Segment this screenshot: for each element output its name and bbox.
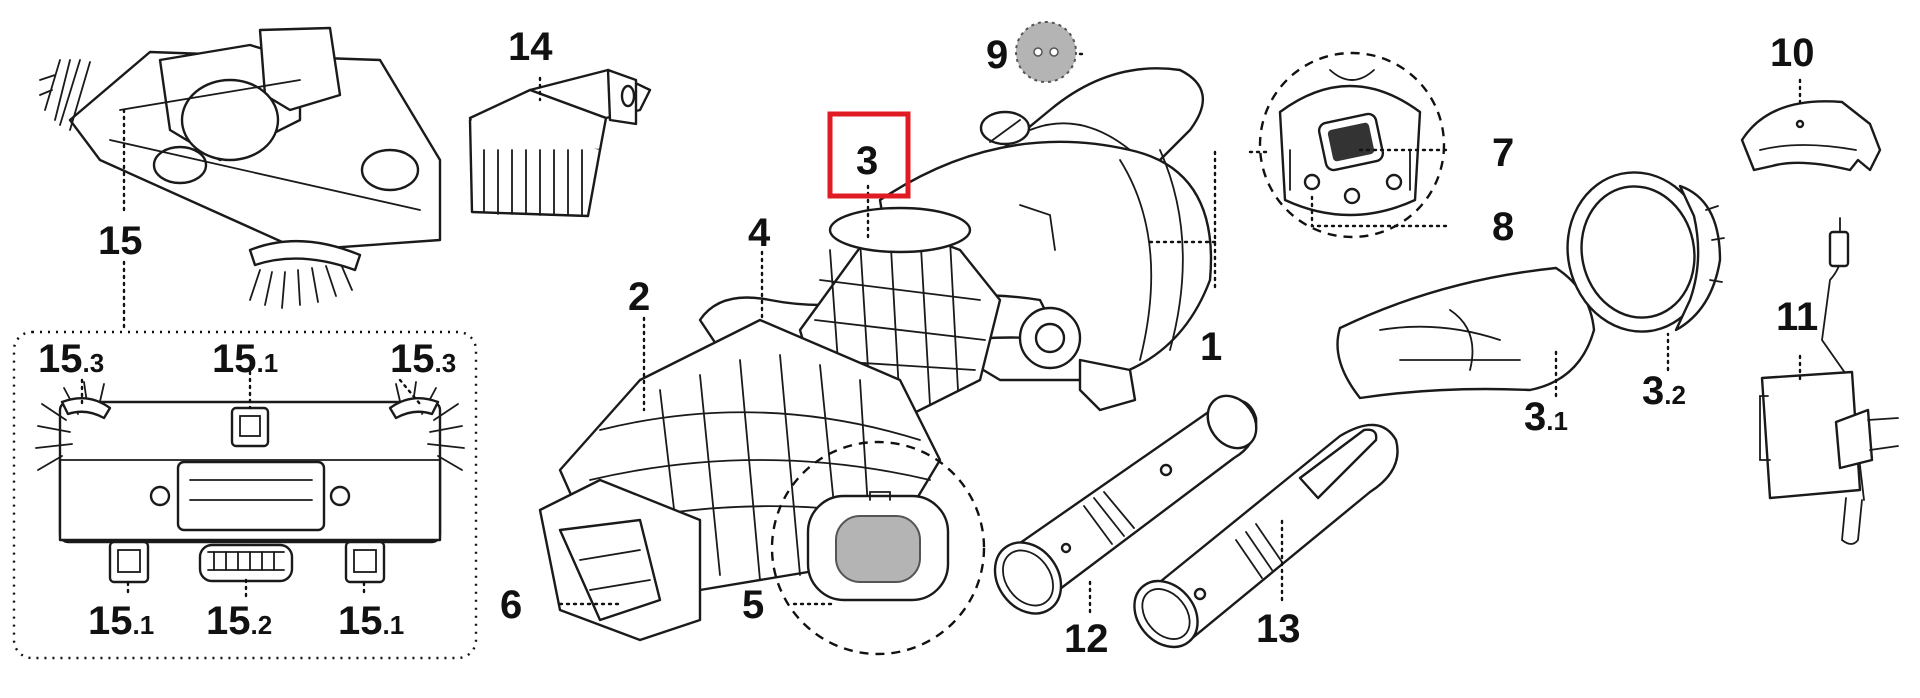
label-2: 2 <box>628 275 650 319</box>
label-1: 1 <box>1200 325 1222 369</box>
label-3: 3 <box>856 139 878 183</box>
label-11: 11 <box>1776 295 1818 339</box>
label-10: 10 <box>1770 31 1815 75</box>
nozzle-detail-box <box>12 330 478 660</box>
label-15-1-right: 15.1 <box>338 599 404 643</box>
filter-inset <box>770 440 986 656</box>
label-14: 14 <box>508 25 553 69</box>
crevice-tool <box>1133 423 1399 649</box>
highlight-box-3 <box>827 111 911 199</box>
nozzle-tip <box>538 478 702 642</box>
label-15-3-left: 15.3 <box>38 337 104 381</box>
label-15-2: 15.2 <box>206 599 272 643</box>
label-9: 9 <box>986 33 1008 77</box>
floor-nozzle <box>39 26 442 309</box>
nozzle-clip-top <box>230 406 270 448</box>
nozzle-clip-right <box>344 540 386 584</box>
cap-part <box>1740 100 1882 172</box>
label-3-2: 3.2 <box>1642 369 1686 413</box>
dusting-brush <box>468 68 652 218</box>
nozzle-bristles-top <box>39 59 362 309</box>
label-3-1: 3.1 <box>1524 395 1568 439</box>
label-15: 15 <box>98 219 143 263</box>
part-labels: 1 2 3 3.1 3.2 4 5 6 7 8 9 10 11 12 13 14… <box>38 25 1818 661</box>
label-6: 6 <box>500 583 522 627</box>
filter-bag <box>1336 266 1596 400</box>
label-7: 7 <box>1492 131 1514 175</box>
nozzle-bristles-left <box>35 381 112 471</box>
label-15-1-left: 15.1 <box>88 599 154 643</box>
label-15-1-top: 15.1 <box>212 337 278 381</box>
label-4: 4 <box>748 211 771 255</box>
release-button <box>1015 21 1077 83</box>
label-12: 12 <box>1064 617 1109 661</box>
charger <box>1759 217 1899 545</box>
nozzle-wheel <box>198 543 294 583</box>
label-15-3-right: 15.3 <box>390 337 456 381</box>
extension-tube <box>993 394 1258 615</box>
leader-lines <box>80 52 1802 614</box>
nozzle-clip-left <box>108 540 150 584</box>
filter-ring <box>1566 171 1725 333</box>
label-13: 13 <box>1256 607 1301 651</box>
rear-inset <box>1258 51 1446 239</box>
label-8: 8 <box>1492 205 1514 249</box>
label-5: 5 <box>742 583 764 627</box>
